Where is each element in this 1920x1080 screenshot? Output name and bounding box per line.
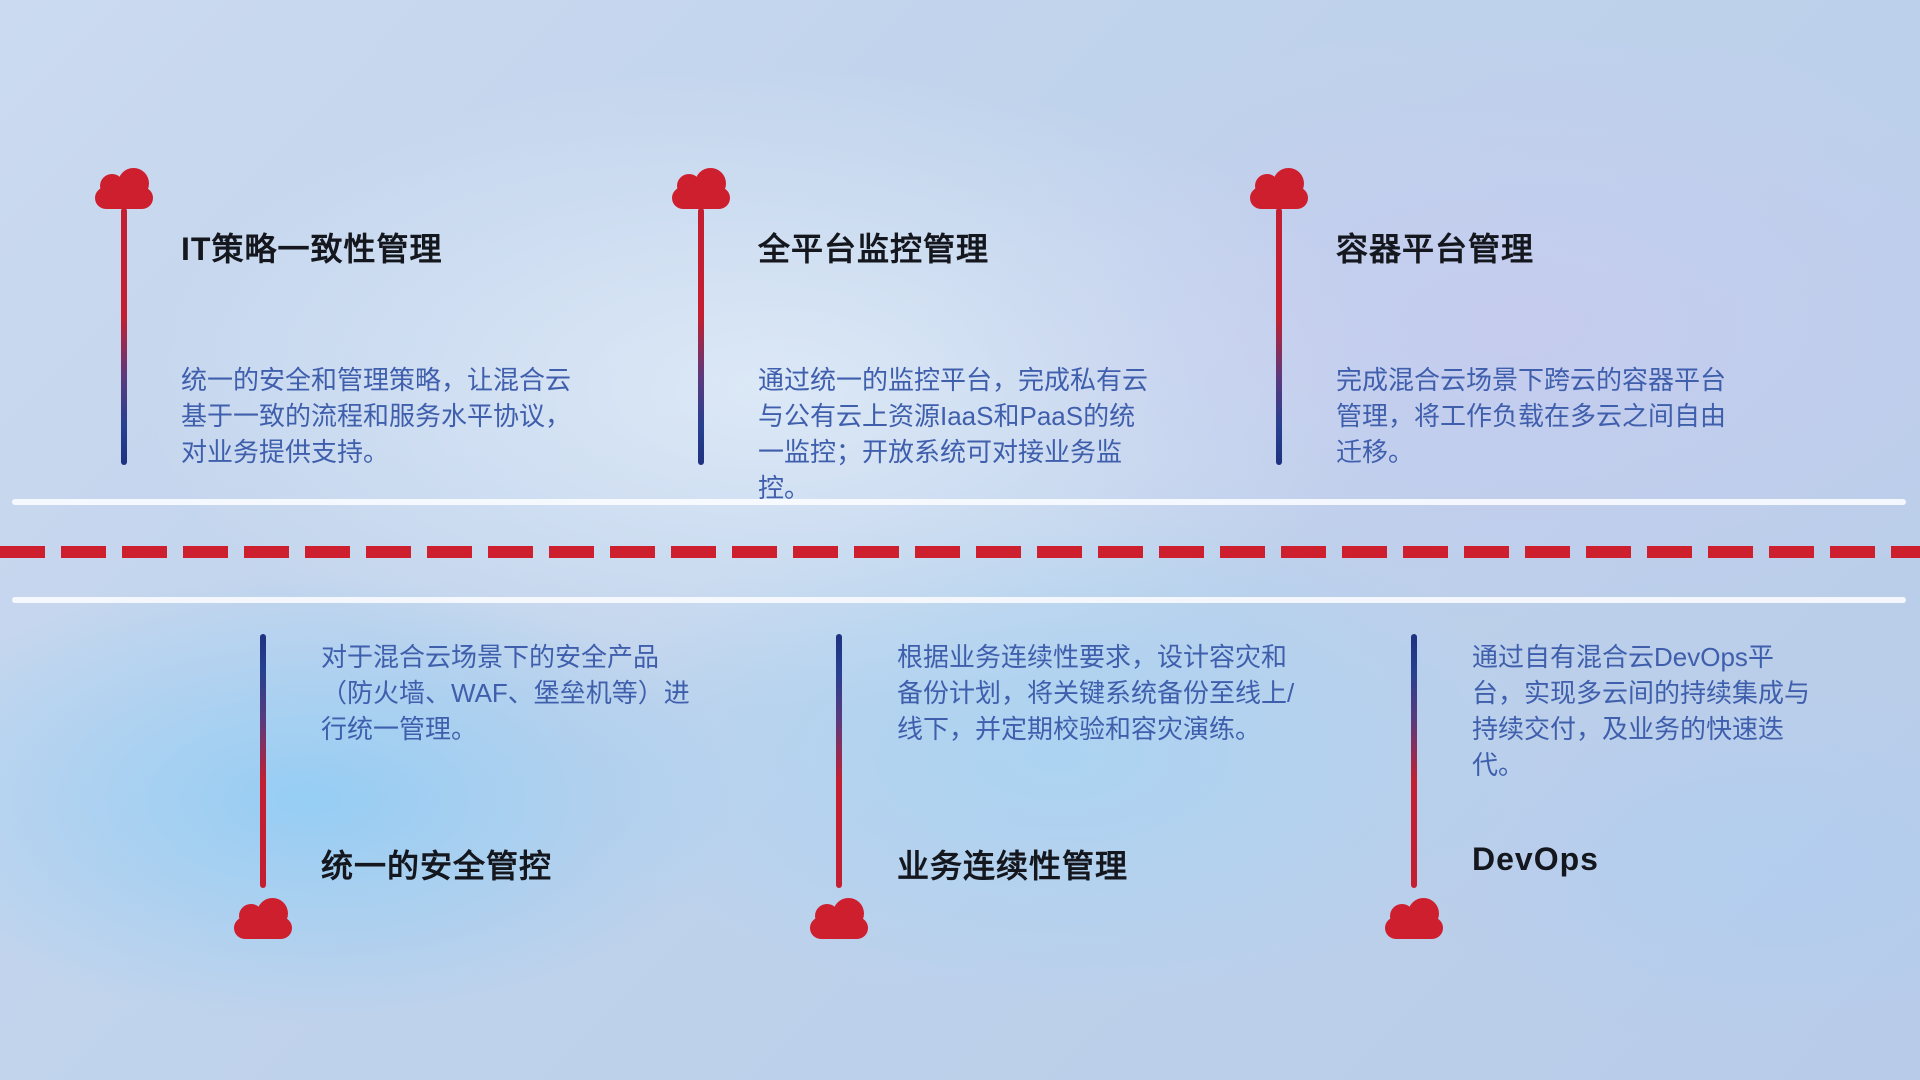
connector-line <box>698 208 704 465</box>
cloud-icon <box>95 168 153 209</box>
item-title: 全平台监控管理 <box>758 231 990 267</box>
connector-line <box>1411 634 1417 888</box>
cloud-icon <box>1250 168 1308 209</box>
item-title: IT策略一致性管理 <box>181 231 443 267</box>
item-description: 对于混合云场景下的安全产品（防火墙、WAF、堡垒机等）进行统一管理。 <box>321 642 690 744</box>
item-title: 容器平台管理 <box>1336 231 1535 267</box>
item-title: 业务连续性管理 <box>897 848 1129 884</box>
item-title: DevOps <box>1472 841 1599 877</box>
cloud-icon <box>1385 898 1443 939</box>
cloud-icon <box>672 168 730 209</box>
connector-line <box>836 634 842 888</box>
timeline-solid-line-top <box>12 499 1906 505</box>
cloud-icon <box>810 898 868 939</box>
cloud-icon <box>234 898 292 939</box>
timeline-solid-line-bottom <box>12 597 1906 603</box>
connector-line <box>121 208 127 465</box>
item-description: 统一的安全和管理策略，让混合云基于一致的流程和服务水平协议，对业务提供支持。 <box>181 365 572 467</box>
timeline-dashed-line <box>0 546 1920 558</box>
connector-line <box>260 634 266 888</box>
connector-line <box>1276 208 1282 465</box>
item-title: 统一的安全管控 <box>321 848 553 884</box>
item-description: 完成混合云场景下跨云的容器平台管理，将工作负载在多云之间自由迁移。 <box>1336 365 1727 467</box>
item-description: 通过自有混合云DevOps平台，实现多云间的持续集成与持续交付，及业务的快速迭代… <box>1472 642 1811 780</box>
item-description: 通过统一的监控平台，完成私有云与公有云上资源IaaS和PaaS的统一监控；开放系… <box>758 365 1149 503</box>
item-description: 根据业务连续性要求，设计容灾和备份计划，将关键系统备份至线上/线下，并定期校验和… <box>897 642 1295 744</box>
